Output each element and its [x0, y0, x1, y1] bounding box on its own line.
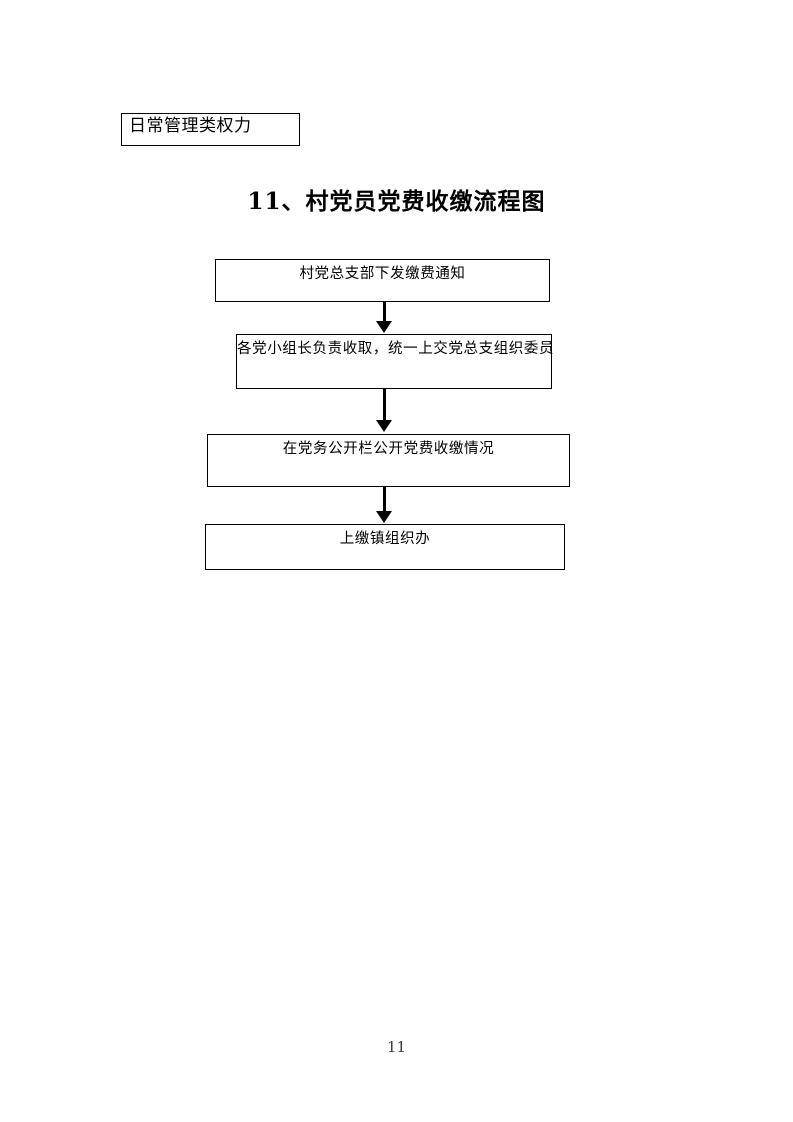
category-tag-label: 日常管理类权力	[129, 116, 252, 136]
page-title: 11、村党员党费收缴流程图	[247, 188, 546, 215]
flow-node-2: 各党小组长负责收取，统一上交党总支组织委员	[236, 334, 555, 389]
flow-connector-2-line	[383, 389, 386, 422]
flow-node-1: 村党总支部下发缴费通知	[215, 259, 550, 302]
flow-arrow-down-icon-1	[376, 321, 392, 333]
flow-connector-1-line	[383, 301, 386, 323]
flow-node-1-label: 村党总支部下发缴费通知	[299, 266, 466, 282]
flow-node-4: 上缴镇组织办	[205, 524, 565, 570]
flow-arrow-down-icon-2	[376, 420, 392, 432]
flow-connector-3-line	[383, 487, 386, 513]
category-tag-box: 日常管理类权力	[121, 113, 300, 146]
flow-arrow-down-icon-3	[376, 511, 392, 523]
page-number: 11	[386, 1038, 407, 1056]
flow-node-2-label: 各党小组长负责收取，统一上交党总支组织委员	[237, 341, 555, 357]
flow-node-3: 在党务公开栏公开党费收缴情况	[207, 434, 570, 487]
flow-node-4-label: 上缴镇组织办	[339, 531, 431, 547]
flow-node-3-label: 在党务公开栏公开党费收缴情况	[282, 441, 495, 457]
